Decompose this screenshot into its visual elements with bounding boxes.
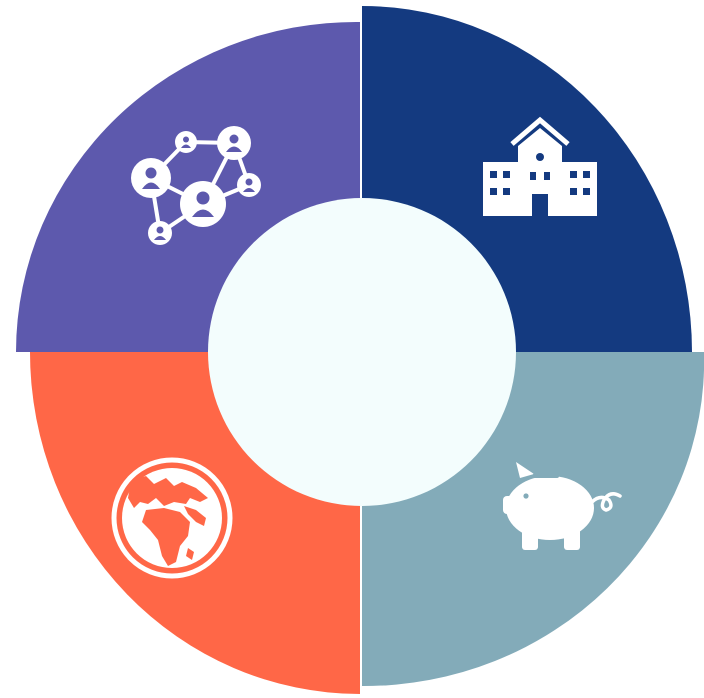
globe-icon bbox=[111, 457, 233, 579]
network-people-icon bbox=[131, 126, 261, 245]
center-circle bbox=[208, 198, 516, 506]
school-building-icon bbox=[483, 116, 597, 216]
piggy-bank-icon bbox=[503, 462, 622, 550]
